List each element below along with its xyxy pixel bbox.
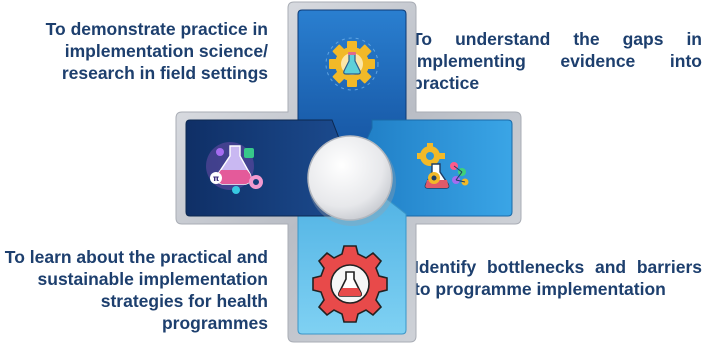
gear-flask-icon <box>325 37 379 91</box>
science-flask-icon: π <box>206 142 263 194</box>
caption-bottom-left: To learn about the practical and sustain… <box>4 247 268 333</box>
center-circle-face <box>307 135 393 221</box>
svg-text:π: π <box>213 174 219 183</box>
gear-flask-molecule-icon <box>417 143 469 189</box>
caption-bottom-right: Identify bottlenecks and barriers to pro… <box>414 257 702 299</box>
caption-top-right: To understand the gaps in implementing e… <box>412 29 702 93</box>
gear-beaker-icon <box>312 245 388 323</box>
caption-top-left: To demonstrate practice in implementatio… <box>45 19 268 83</box>
